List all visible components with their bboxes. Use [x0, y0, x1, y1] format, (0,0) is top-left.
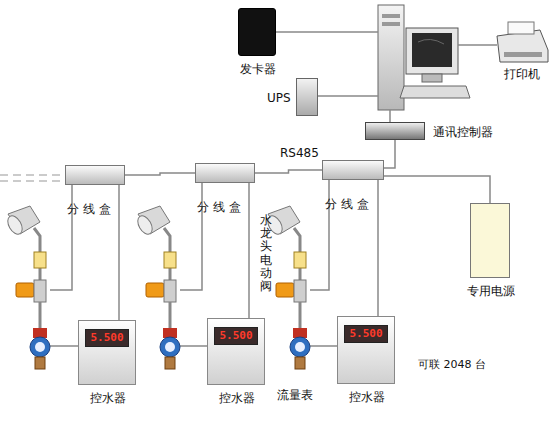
led-display: 5.500 [214, 327, 258, 345]
device-label: 通讯控制器 [433, 125, 493, 139]
bus-name: RS485 [280, 146, 319, 160]
bus-wire [384, 140, 395, 168]
water-controller: 5.500控水器 [337, 316, 395, 384]
valve-label: 水龙头电动阀 [260, 214, 272, 293]
device-label: 控水器 [219, 391, 255, 405]
ups-unit: UPS [296, 78, 318, 116]
bus-wire [248, 183, 250, 318]
device-label: 分 线 盒 [67, 202, 111, 216]
card-issuer: 发卡器 [238, 8, 276, 56]
bus-wire [118, 185, 120, 320]
device-label: 分 线 盒 [197, 200, 241, 214]
printer: 打印机 [495, 22, 548, 62]
junction-box: 分 线 盒 [65, 165, 125, 185]
device-label: UPS [267, 91, 291, 105]
bus-wire [125, 173, 195, 175]
bus-wire [255, 170, 322, 173]
led-display: 5.500 [344, 325, 388, 343]
device-label: 打印机 [504, 67, 540, 81]
device-label: 分 线 盒 [325, 197, 369, 211]
power-supply: 专用电源 [470, 203, 510, 278]
device-label: 发卡器 [240, 62, 276, 76]
display-reading: 5.500 [345, 327, 387, 340]
junction-box: 分 线 盒 [195, 163, 255, 183]
display-reading: 5.500 [215, 329, 257, 342]
meter-label: 流量表 [277, 388, 313, 402]
bus-wire [384, 176, 490, 203]
bus-wire [377, 180, 379, 316]
led-display: 5.500 [85, 329, 129, 347]
capacity-note: 可联 2048 台 [418, 358, 486, 371]
display-reading: 5.500 [86, 331, 128, 344]
device-label: 控水器 [349, 390, 385, 404]
junction-box: 分 线 盒 [322, 160, 384, 180]
water-controller: 5.500控水器 [78, 320, 136, 385]
device-label: 控水器 [90, 391, 126, 405]
water-controller: 5.500控水器 [207, 318, 265, 385]
comm-controller: 通讯控制器 [365, 122, 425, 140]
device-label: 专用电源 [467, 284, 515, 298]
